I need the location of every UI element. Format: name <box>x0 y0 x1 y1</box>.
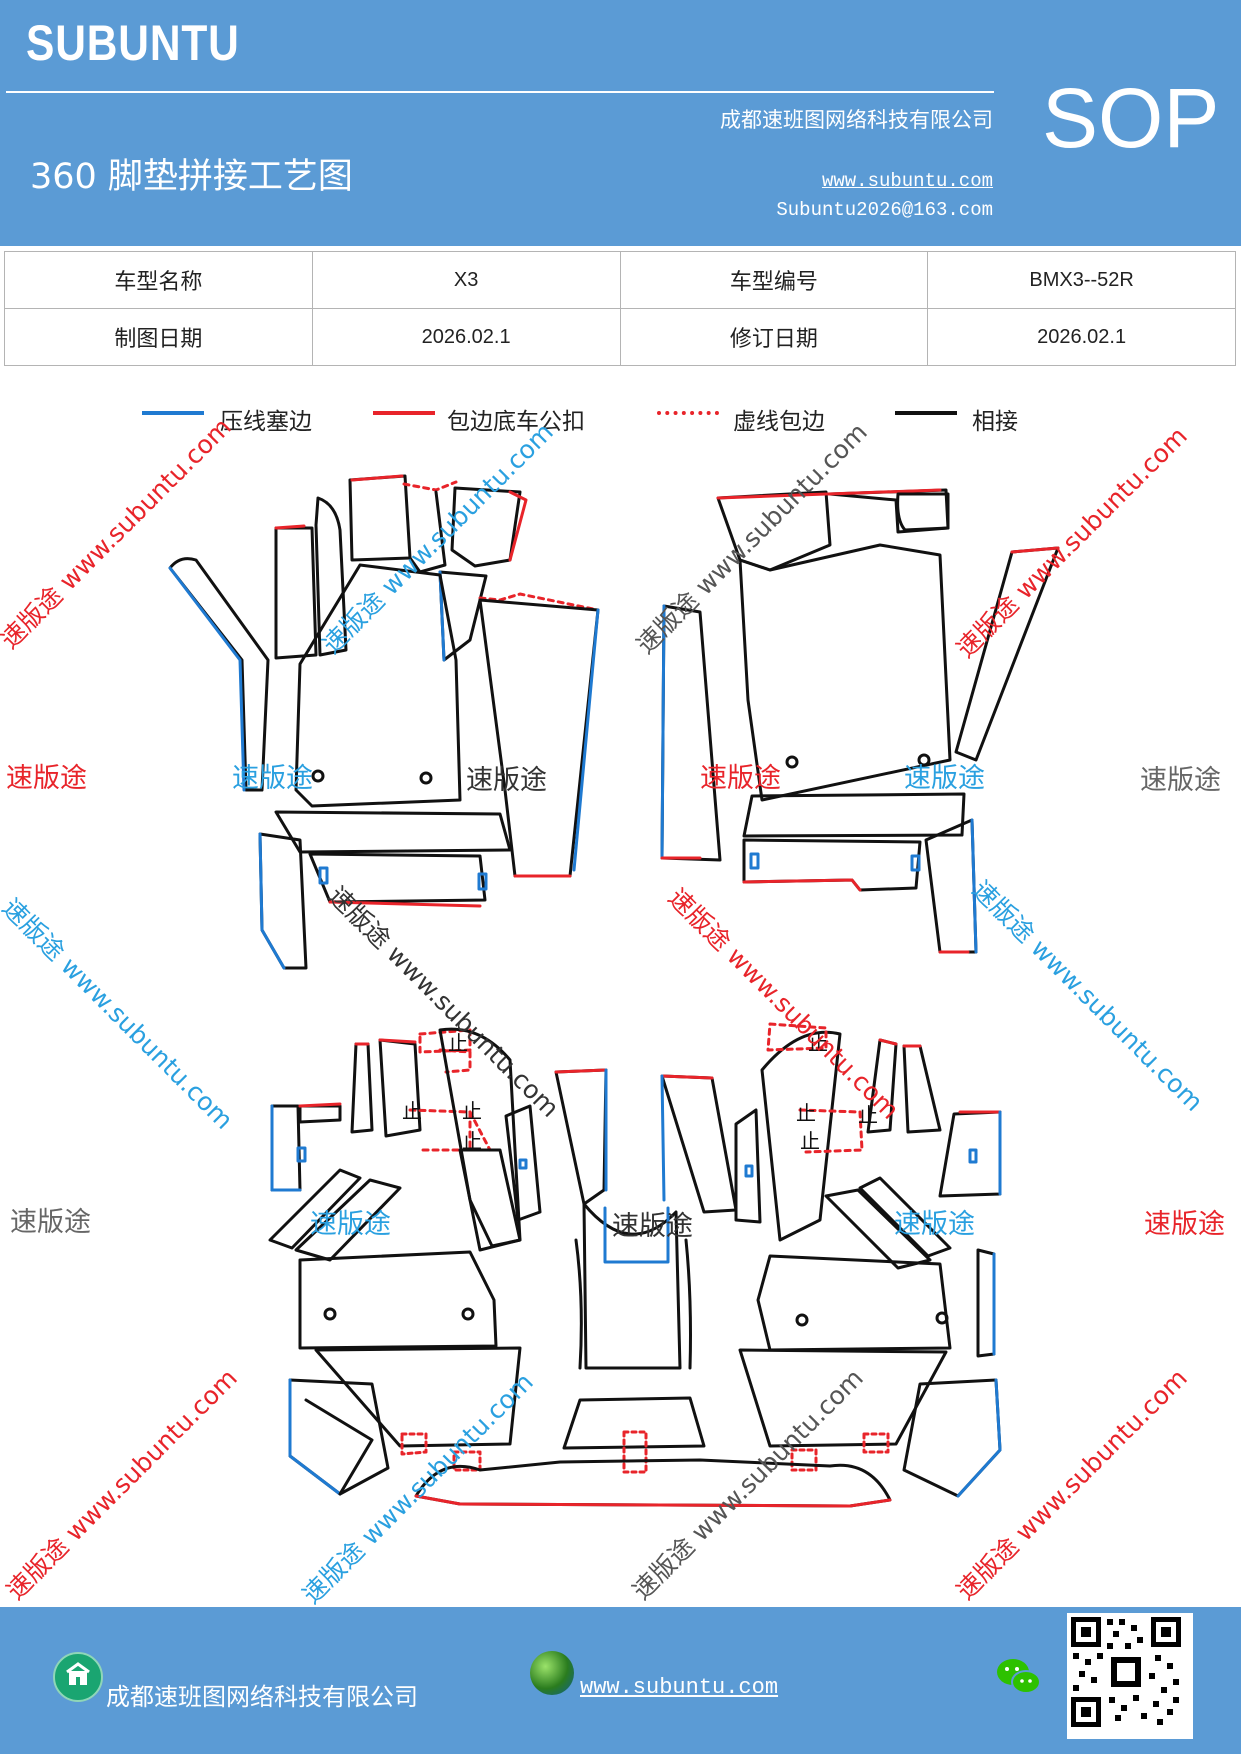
legend-line-red-dotted <box>657 411 719 415</box>
wechat-icon[interactable] <box>995 1655 1043 1699</box>
legend-line-red <box>373 411 435 415</box>
table-row: 车型名称 X3 车型编号 BMX3--52R <box>4 251 1236 309</box>
header-company: 成都速班图网络科技有限公司 <box>720 108 993 132</box>
watermark-brand: 速版途 <box>1144 1209 1225 1240</box>
header-divider <box>6 91 994 93</box>
watermark-brand: 速版途 <box>612 1211 693 1242</box>
stop-mark: 止 <box>448 1031 468 1055</box>
legend-line-blue <box>142 411 204 415</box>
watermark-brand: 速版途 <box>700 763 781 794</box>
header-banner: SUBUNTU 360 脚垫拼接工艺图 成都速班图网络科技有限公司 www.su… <box>0 0 1241 246</box>
table-row: 制图日期 2026.02.1 修订日期 2026.02.1 <box>4 308 1236 366</box>
label-model-name: 车型名称 <box>4 251 313 309</box>
legend-line-black <box>895 411 957 415</box>
building-icon <box>53 1652 103 1702</box>
sop-badge: SOP <box>1042 71 1220 165</box>
legend-label: 压线塞边 <box>220 409 312 435</box>
watermark-brand: 速版途 <box>904 763 985 794</box>
legend: 压线塞边 包边底车公扣 虚线包边 相接 <box>0 402 1241 438</box>
header-email[interactable]: Subuntu2026@163.com <box>776 199 993 221</box>
stop-mark: 止 <box>462 1129 482 1153</box>
value-model-name: X3 <box>311 251 621 309</box>
label-model-code: 车型编号 <box>619 251 929 309</box>
watermark-brand: 速版途 <box>232 763 313 794</box>
stop-mark: 止 <box>402 1099 422 1123</box>
qr-code[interactable] <box>1067 1613 1193 1739</box>
value-draw-date: 2026.02.1 <box>311 308 621 366</box>
globe-icon <box>530 1651 574 1695</box>
watermark-brand: 速版途 <box>894 1209 975 1240</box>
watermark-brand: 速版途 <box>310 1209 391 1240</box>
legend-label: 相接 <box>972 409 1018 435</box>
document-title: 360 脚垫拼接工艺图 <box>30 157 353 197</box>
header-website-link[interactable]: www.subuntu.com <box>821 170 993 192</box>
value-revise-date: 2026.02.1 <box>927 308 1236 366</box>
info-table: 车型名称 X3 车型编号 BMX3--52R 制图日期 2026.02.1 修订… <box>4 251 1236 366</box>
mat-set-top-right <box>660 488 1060 954</box>
stop-mark: 止 <box>462 1099 482 1123</box>
mat-set-top-left <box>168 474 600 970</box>
mat-set-bottom: 止 止 止 止 止 止 止 止 <box>268 1022 1002 1508</box>
floor-mat-drawing: 止 止 止 止 止 止 止 止 <box>168 474 1060 1508</box>
legend-label: 虚线包边 <box>733 409 825 435</box>
watermark-brand: 速版途 <box>10 1207 91 1238</box>
value-model-code: BMX3--52R <box>927 251 1236 309</box>
stop-mark: 止 <box>800 1129 820 1153</box>
watermark-brand: 速版途 <box>6 763 87 794</box>
stop-mark: 止 <box>808 1031 828 1055</box>
stop-mark: 止 <box>796 1101 816 1125</box>
watermark-brand: 速版途 <box>466 765 547 796</box>
footer-website-link[interactable]: www.subuntu.com <box>580 1675 779 1700</box>
stop-mark: 止 <box>858 1103 878 1127</box>
watermark-brand: 速版途 <box>1140 765 1221 796</box>
label-revise-date: 修订日期 <box>619 308 929 366</box>
footer-company: 成都速班图网络科技有限公司 <box>106 1683 418 1711</box>
brand-logo: SUBUNTU <box>26 15 240 71</box>
legend-label: 包边底车公扣 <box>447 409 585 435</box>
footer-banner: 成都速班图网络科技有限公司 www.subuntu.com <box>0 1607 1241 1754</box>
label-draw-date: 制图日期 <box>4 308 313 366</box>
